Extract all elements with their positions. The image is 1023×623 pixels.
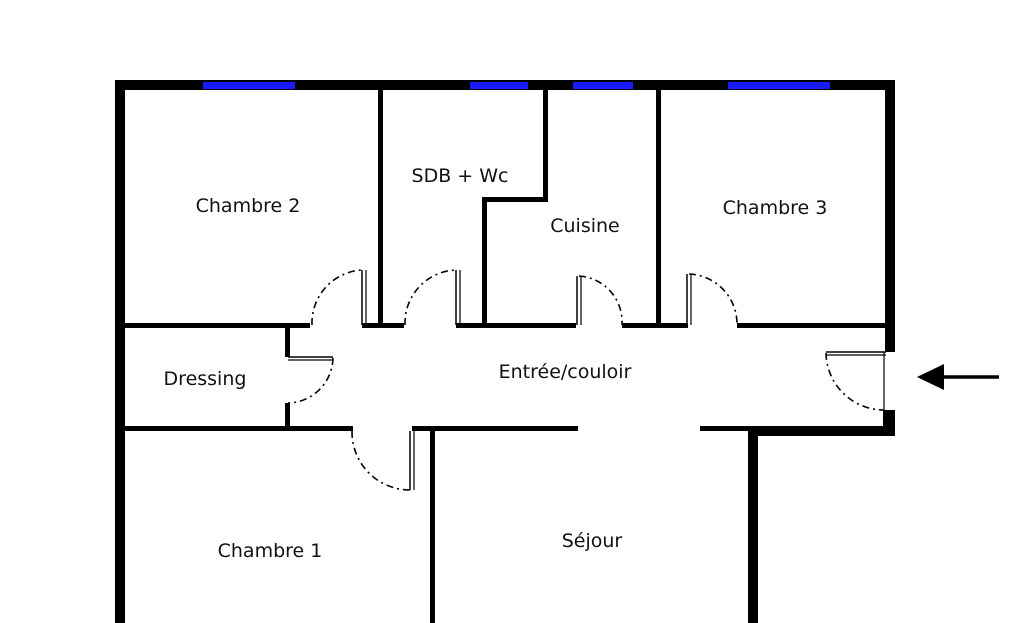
- room-label-entree-couloir: Entrée/couloir: [499, 361, 632, 383]
- room-label-chambre3: Chambre 3: [723, 197, 828, 219]
- corridor-south-2: [412, 426, 578, 431]
- door-sdb: [404, 269, 461, 326]
- wall-dressing-east-upper: [285, 323, 290, 357]
- window-chambre2: [203, 82, 295, 89]
- door-chambre2: [311, 269, 367, 326]
- wall-sdb-cuisine-upper: [543, 88, 548, 202]
- wall-cuisine-chambre3: [656, 88, 661, 328]
- wall-dressing-east-lower: [285, 403, 290, 431]
- interior-walls: [120, 88, 887, 623]
- door-entrance: [825, 351, 886, 411]
- door-cuisine: [576, 275, 623, 326]
- room-label-chambre2: Chambre 2: [196, 195, 301, 217]
- wall-left: [115, 80, 125, 623]
- arrow-left-icon: [917, 364, 999, 390]
- window-chambre3: [728, 82, 830, 89]
- window-cuisine: [573, 82, 633, 89]
- doors: [287, 269, 886, 491]
- room-label-dressing: Dressing: [164, 368, 247, 390]
- corridor-wall-4: [622, 323, 688, 328]
- door-chambre1: [351, 430, 415, 491]
- room-label-cuisine: Cuisine: [550, 215, 620, 237]
- room-label-sdb-wc: SDB + Wc: [412, 165, 509, 187]
- corridor-wall-2: [362, 323, 404, 328]
- wall-sdb-cuisine-lower: [482, 197, 487, 328]
- door-chambre3: [686, 273, 738, 326]
- wall-chambre1-sejour: [430, 426, 435, 623]
- wall-right-sejour: [748, 426, 758, 623]
- corridor-wall-3: [456, 323, 576, 328]
- wall-sdb-cuisine-step: [482, 197, 548, 202]
- wall-right-upper: [885, 80, 895, 352]
- corridor-south-3: [700, 426, 755, 431]
- corridor-south-1: [120, 426, 353, 431]
- corridor-wall-5: [737, 323, 887, 328]
- corridor-wall-1: [120, 323, 310, 328]
- windows: [203, 82, 830, 89]
- room-label-sejour: Séjour: [562, 530, 623, 552]
- wall-east-step: [750, 426, 895, 436]
- door-dressing: [287, 356, 334, 404]
- wall-chambre2-sdb: [378, 88, 383, 328]
- window-sdb: [470, 82, 528, 89]
- room-label-chambre1: Chambre 1: [218, 540, 323, 562]
